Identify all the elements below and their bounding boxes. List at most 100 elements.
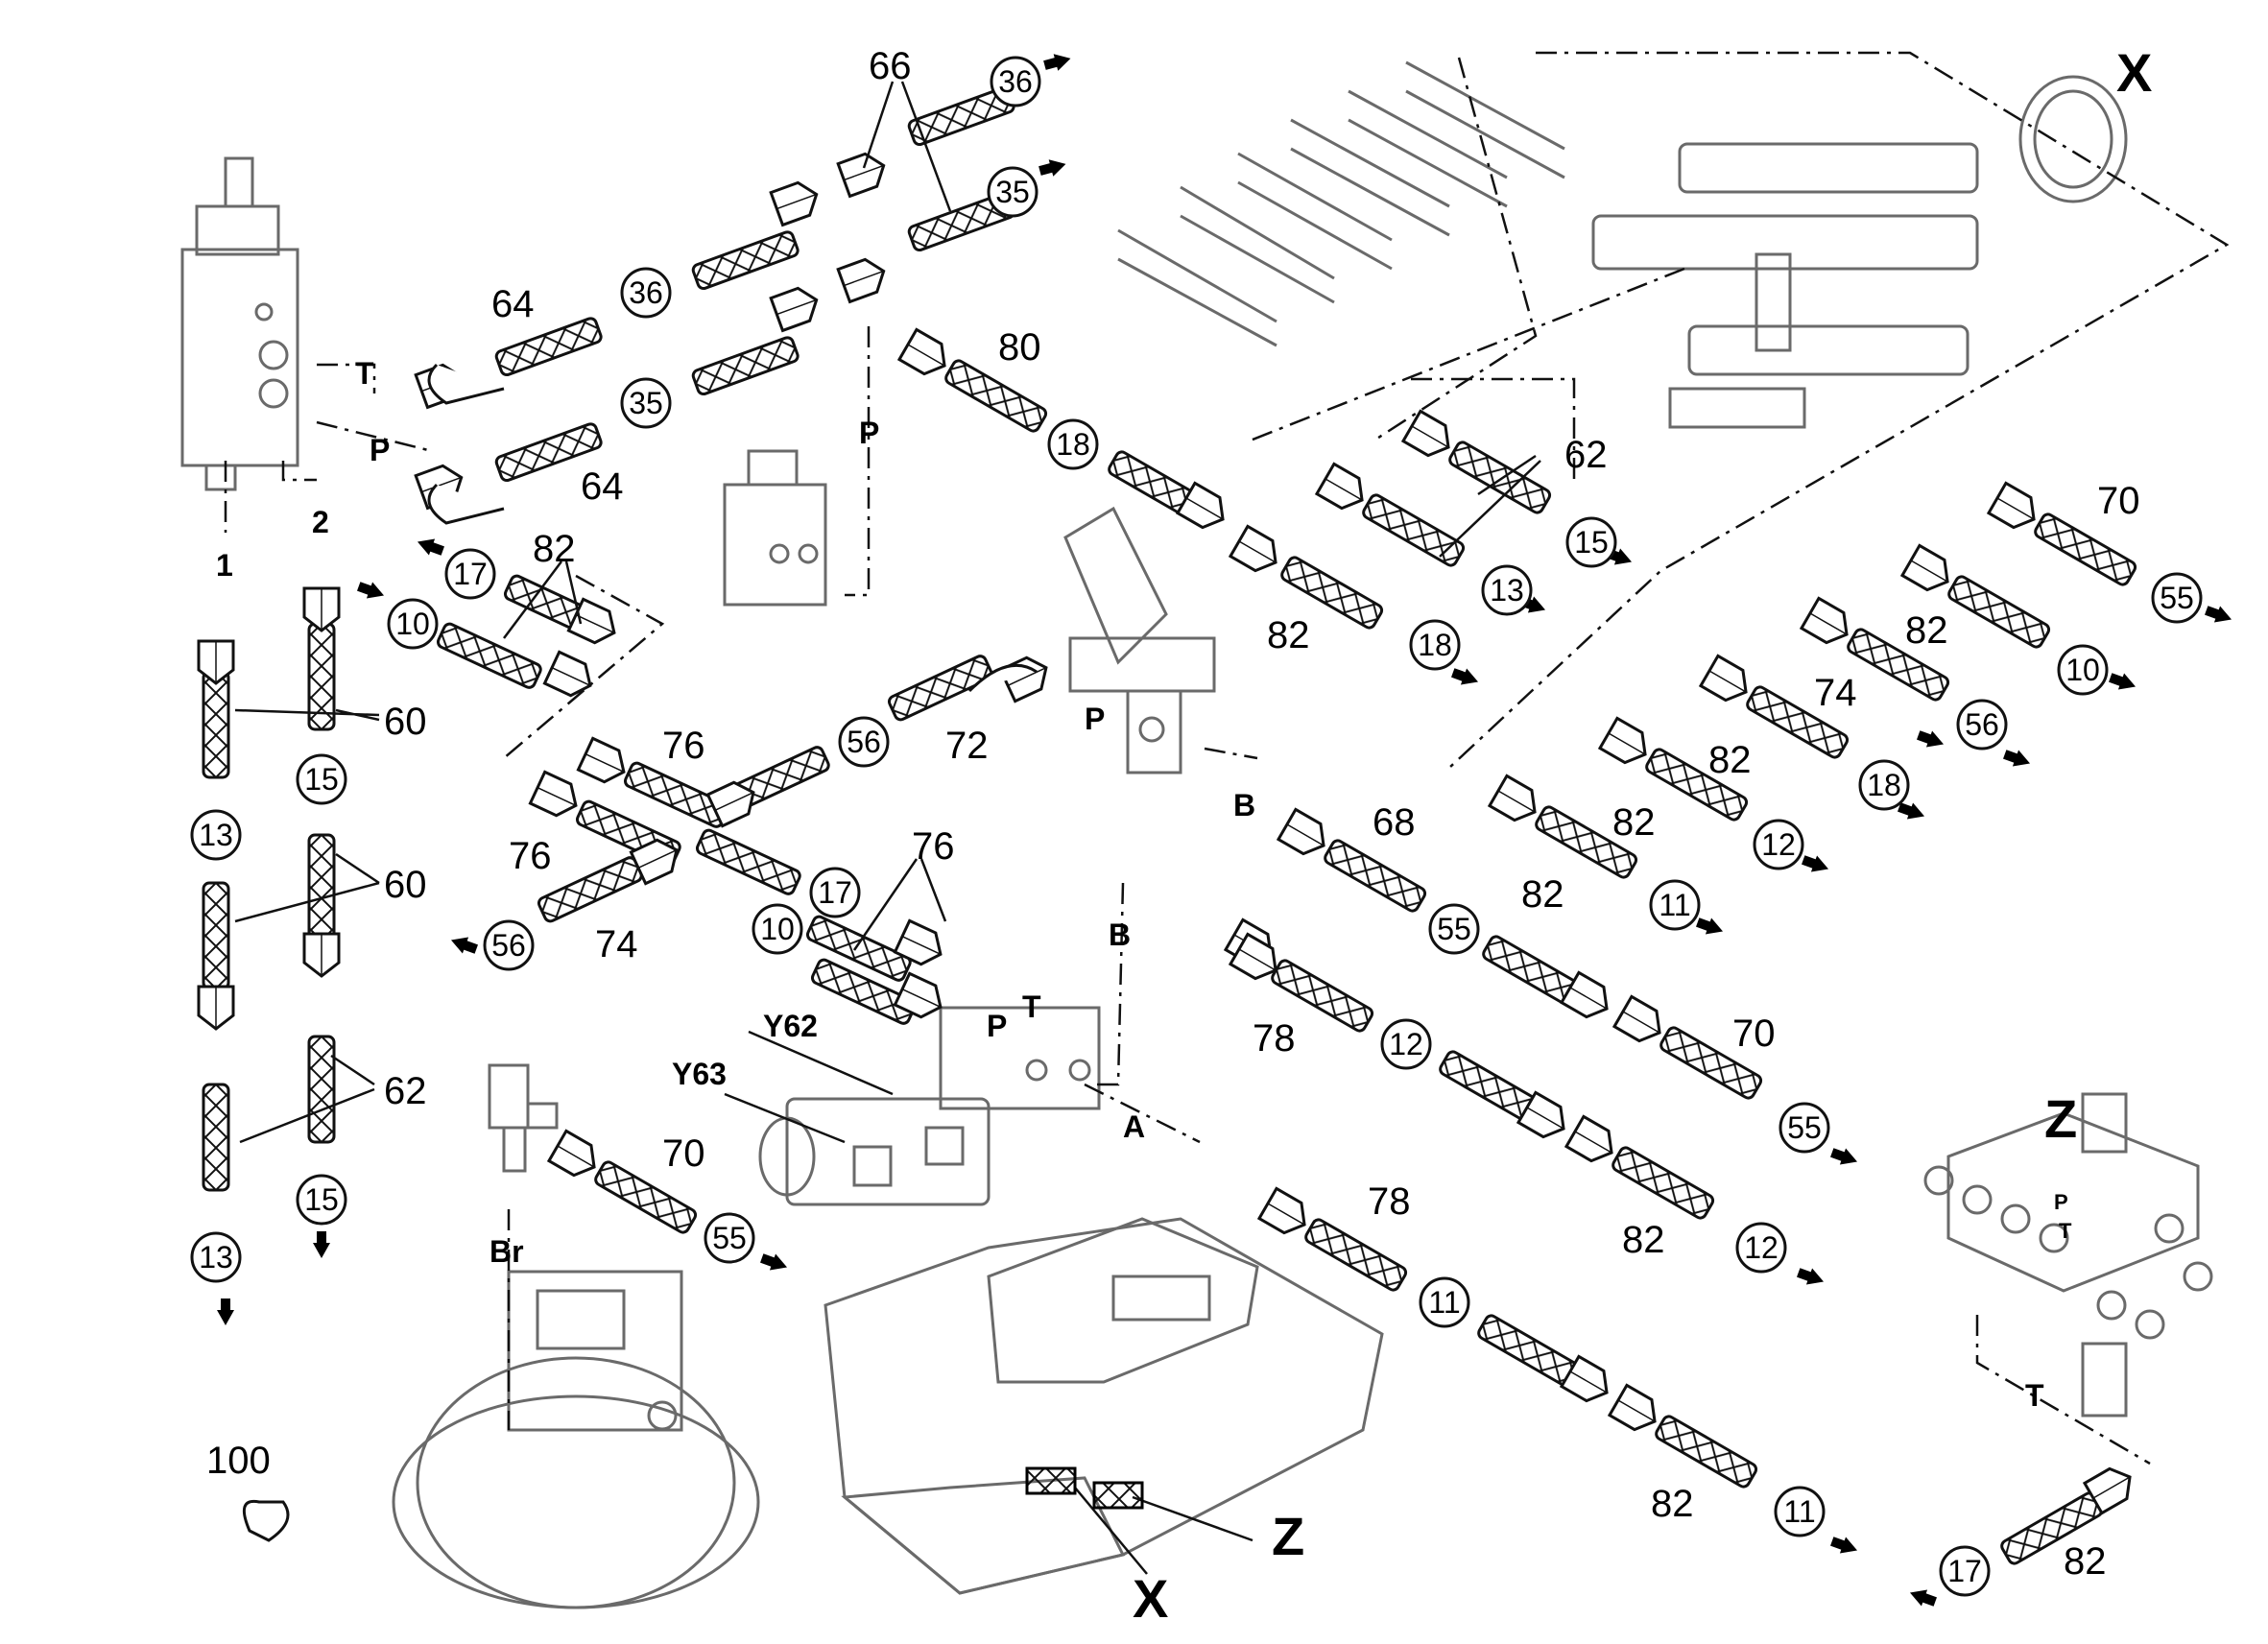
circled-ref: 55 <box>712 1221 747 1255</box>
solenoid-label: Y62 <box>763 1009 818 1043</box>
circled-ref: 17 <box>818 875 852 910</box>
distribution-manifold-z <box>1923 1092 2213 1418</box>
part-number: 80 <box>998 326 1041 369</box>
part-number: 74 <box>595 923 638 965</box>
view-labels: X Z X Z <box>1133 42 2152 1629</box>
circled-ref: 56 <box>1965 707 1999 742</box>
line-label: 2 <box>312 505 329 539</box>
part-number: 70 <box>2097 480 2140 522</box>
circled-ref: 12 <box>1744 1230 1779 1265</box>
circled-ref: 55 <box>1787 1110 1822 1145</box>
port-label: T <box>1022 989 1041 1024</box>
part-number: 68 <box>1373 801 1416 844</box>
part-number: 60 <box>384 701 427 743</box>
circled-ref: 55 <box>2160 581 2194 615</box>
frame-x-z-marks <box>1025 1466 1144 1510</box>
view-label-z: Z <box>2044 1088 2077 1149</box>
port-label: P <box>859 416 879 450</box>
circled-ref: 36 <box>998 64 1033 99</box>
flow-lines <box>224 51 2230 1465</box>
port-label: P <box>2054 1190 2068 1214</box>
port-label: A <box>1123 1109 1145 1144</box>
foot-pedal-valve <box>1063 506 1216 774</box>
part-number: 82 <box>2064 1540 2107 1583</box>
circled-ref: 11 <box>1783 1494 1815 1529</box>
part-number: 74 <box>1814 672 1857 714</box>
part-number: 76 <box>509 835 552 877</box>
travel-motor <box>392 1270 760 1609</box>
part-number: 62 <box>384 1070 427 1112</box>
part-number: 82 <box>1612 801 1656 844</box>
circled-ref: 10 <box>2065 653 2100 687</box>
port-label: B <box>1109 917 1131 952</box>
part-number: 100 <box>206 1440 271 1482</box>
part-number: 70 <box>662 1132 705 1175</box>
part-number: 82 <box>1651 1483 1694 1525</box>
circled-references: 36 35 36 35 18 17 10 15 13 15 13 15 13 1… <box>190 56 2203 1597</box>
circled-ref: 36 <box>629 275 663 310</box>
part-number: 64 <box>491 283 535 325</box>
circled-ref: 56 <box>847 725 881 759</box>
part-number: 82 <box>1708 739 1752 781</box>
port-labels: T P P P B B A T P T T Br 1 2 Y62 Y63 P <box>216 356 2072 1413</box>
port-label: P <box>370 433 390 467</box>
circled-ref: 10 <box>395 607 430 641</box>
circled-ref: 56 <box>491 928 526 963</box>
circled-ref: 12 <box>1389 1027 1423 1061</box>
part-number: 82 <box>1905 609 1948 652</box>
circled-ref: 35 <box>629 386 663 420</box>
brake-valve-fitting <box>488 1063 559 1173</box>
pressure-switch-block <box>723 449 827 607</box>
circled-ref: 15 <box>304 762 339 797</box>
part-number: 82 <box>1267 614 1310 656</box>
view-label-x-bottom: X <box>1133 1568 1168 1629</box>
port-label: B <box>1233 788 1255 822</box>
control-valve-block <box>180 156 299 491</box>
port-label: P <box>987 1009 1007 1043</box>
part-number: 62 <box>1564 434 1608 476</box>
part-number: 72 <box>945 725 989 767</box>
part-number: 82 <box>533 528 576 570</box>
circled-ref: 15 <box>304 1182 339 1217</box>
part-number: 60 <box>384 864 427 906</box>
manifold-x-hoses <box>1117 60 1565 347</box>
hoses-and-fittings <box>197 84 2140 1567</box>
circled-ref: 18 <box>1867 768 1901 802</box>
leader-lines <box>234 81 1541 1575</box>
circled-ref: 11 <box>1659 888 1690 922</box>
circled-ref: 17 <box>453 557 488 591</box>
line-label: 1 <box>216 548 233 583</box>
circled-ref: 10 <box>760 912 795 946</box>
circled-ref: 12 <box>1761 827 1796 862</box>
port-label: T <box>2025 1378 2044 1413</box>
circled-ref: 13 <box>199 1240 233 1275</box>
circled-ref: 13 <box>199 818 233 852</box>
circled-ref: 11 <box>1428 1285 1460 1320</box>
port-label: Br <box>489 1234 524 1269</box>
port-label: P <box>1085 702 1105 736</box>
view-label-z-bottom: Z <box>1272 1506 1304 1566</box>
part-number: 76 <box>912 825 955 868</box>
port-label: T <box>2059 1219 2072 1243</box>
part-number: 76 <box>662 725 705 767</box>
port-label: T <box>355 356 374 391</box>
machine-frame <box>824 1217 1384 1595</box>
circled-ref: 35 <box>995 175 1030 209</box>
view-label-x: X <box>2116 42 2152 103</box>
solenoid-label: Y63 <box>672 1057 727 1091</box>
part-number: 78 <box>1368 1180 1411 1223</box>
part-number: 66 <box>869 45 912 87</box>
distribution-manifold-x <box>1591 75 2128 429</box>
circled-ref: 17 <box>1947 1554 1982 1588</box>
circled-ref: 55 <box>1437 912 1471 946</box>
circled-ref: 15 <box>1574 525 1609 560</box>
part-number: 70 <box>1732 1013 1776 1055</box>
part-number: 64 <box>581 465 624 508</box>
part-number: 82 <box>1521 873 1564 916</box>
part-number: 78 <box>1253 1017 1296 1060</box>
circled-ref: 13 <box>1490 573 1524 608</box>
circled-ref: 18 <box>1056 427 1090 462</box>
circled-ref: 18 <box>1418 628 1452 662</box>
part-numbers: 66 64 64 80 62 82 60 60 62 76 76 76 74 7… <box>206 45 2140 1583</box>
